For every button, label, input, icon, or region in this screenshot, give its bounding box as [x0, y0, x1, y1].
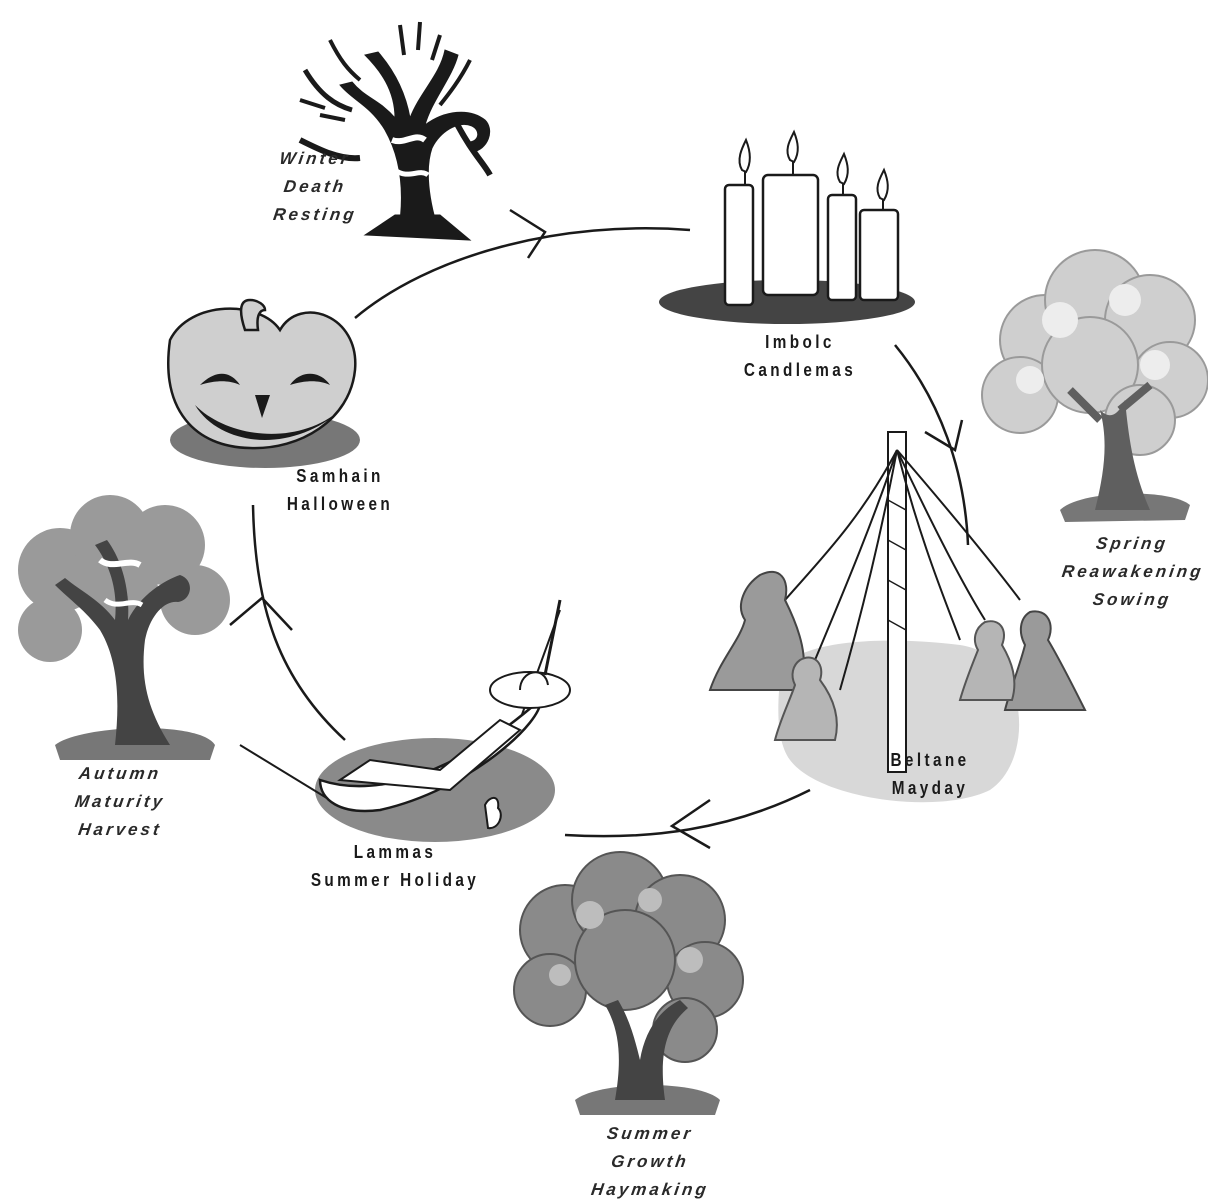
- label-imbolc-line2: Candlemas: [715, 356, 885, 384]
- label-imbolc: Imbolc Candlemas: [715, 328, 885, 384]
- label-summer-line2: Growth: [578, 1148, 722, 1176]
- label-winter-line3: Resting: [248, 201, 382, 229]
- arrow-lammas-to-samhain: [230, 505, 345, 740]
- spring-tree-illustration: [982, 250, 1208, 522]
- label-beltane-line1: Beltane: [845, 746, 1015, 774]
- label-lammas-line1: Lammas: [306, 838, 485, 866]
- label-beltane: Beltane Mayday: [845, 746, 1015, 802]
- label-summer-line1: Summer: [578, 1120, 722, 1148]
- label-autumn-line2: Maturity: [53, 788, 187, 816]
- label-spring-line1: Spring: [1060, 530, 1204, 558]
- label-samhain-line1: Samhain: [255, 462, 425, 490]
- label-spring-line2: Reawakening: [1060, 558, 1204, 586]
- label-imbolc-line1: Imbolc: [715, 328, 885, 356]
- label-autumn-line3: Harvest: [53, 816, 187, 844]
- label-summer-line3: Haymaking: [578, 1176, 722, 1204]
- autumn-tree-illustration: [18, 495, 230, 760]
- label-samhain-line2: Halloween: [255, 490, 425, 518]
- label-summer: Summer Growth Haymaking: [580, 1120, 720, 1204]
- label-lammas-line2: Summer Holiday: [306, 866, 485, 894]
- label-samhain: Samhain Halloween: [255, 462, 425, 518]
- label-beltane-line2: Mayday: [845, 774, 1015, 802]
- label-spring-line3: Sowing: [1060, 586, 1204, 614]
- summer-tree-illustration: [514, 852, 743, 1115]
- label-winter-line2: Death: [248, 173, 382, 201]
- imbolc-candles-illustration: [659, 132, 915, 324]
- label-winter: Winter Death Resting: [250, 145, 380, 229]
- label-autumn-line1: Autumn: [53, 760, 187, 788]
- samhain-pumpkin-illustration: [168, 300, 360, 468]
- label-autumn: Autumn Maturity Harvest: [55, 760, 185, 844]
- label-winter-line1: Winter: [248, 145, 382, 173]
- lammas-hammock-illustration: [240, 600, 570, 842]
- label-lammas: Lammas Summer Holiday: [306, 838, 485, 894]
- label-spring: Spring Reawakening Sowing: [1062, 530, 1202, 614]
- arrow-beltane-to-lammas: [565, 790, 810, 848]
